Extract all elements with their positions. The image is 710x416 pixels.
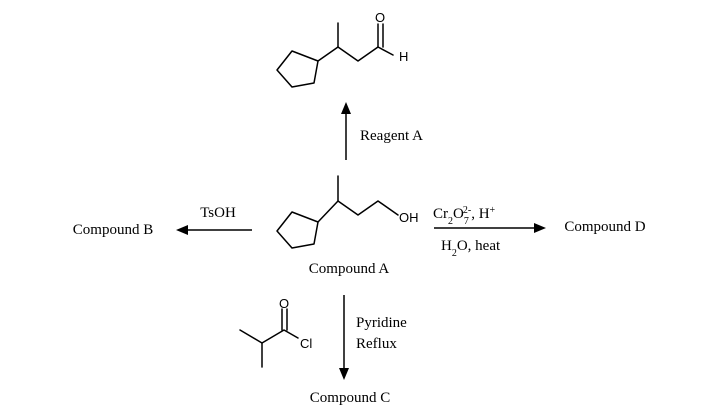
arrow-to-compound-b: [176, 225, 252, 235]
compound-b-label: Compound B: [73, 222, 153, 238]
compound-c-label: Compound C: [310, 390, 390, 406]
oxidation-reagent-label: Cr2O72-, H+: [433, 205, 496, 227]
aldehyde-oxygen-atom: O: [375, 10, 385, 25]
tsoh-label: TsOH: [200, 205, 236, 221]
compound-d-label: Compound D: [564, 219, 645, 235]
arrow-to-compound-c: [339, 295, 349, 380]
reagent-a-label: Reagent A: [360, 128, 423, 144]
acyl-chloride-oxygen-atom: O: [279, 296, 289, 311]
compound-a-label: Compound A: [309, 261, 390, 277]
compound-a-cyclopentane-ring: [276, 211, 319, 249]
compound-a-hydroxyl: OH: [399, 210, 419, 225]
acyl-chloride-chlorine-atom: Cl: [300, 336, 312, 351]
oxidation-conditions-label: H2O, heat: [441, 238, 501, 259]
arrow-to-aldehyde: [341, 102, 351, 160]
aldehyde-chain-bonds: [317, 46, 394, 62]
pyridine-label: Pyridine: [356, 315, 407, 331]
aldehyde-cyclopentane-ring: [276, 50, 319, 88]
isobutyryl-chloride-structure: O Cl: [239, 296, 312, 368]
arrow-to-compound-d: [434, 223, 546, 233]
aldehyde-hydrogen-atom: H: [399, 49, 408, 64]
compound-a-structure: OH: [276, 175, 419, 249]
aldehyde-structure: O H: [276, 10, 408, 88]
reflux-label: Reflux: [356, 336, 397, 352]
acyl-chloride-chain-bonds: [239, 329, 299, 344]
compound-a-chain-bonds: [317, 200, 399, 223]
